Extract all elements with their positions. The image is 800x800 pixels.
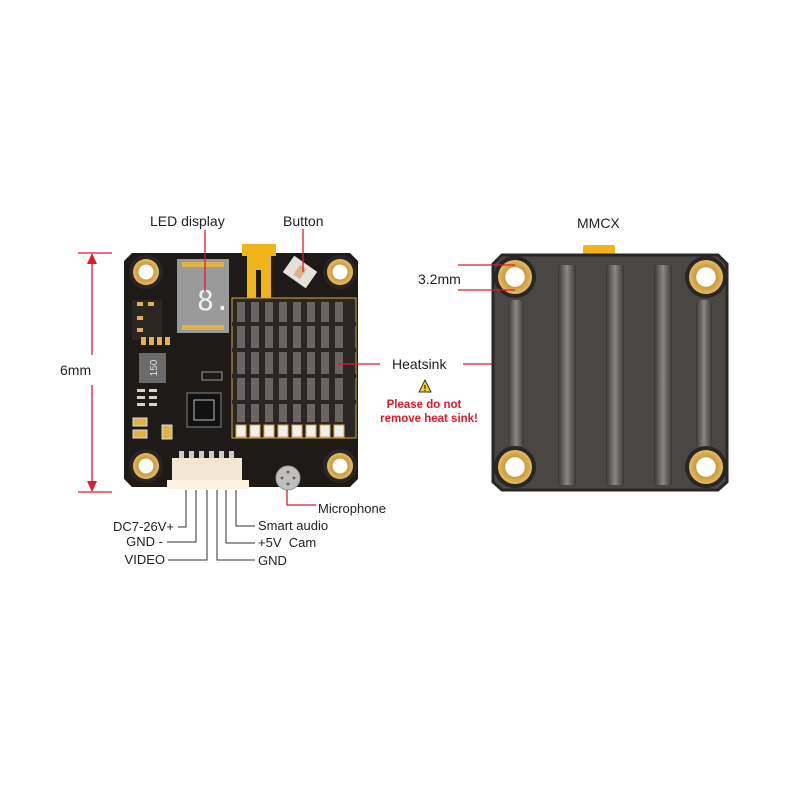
annotation-lines xyxy=(78,229,508,506)
pin-label-smart-audio: Smart audio xyxy=(258,518,328,533)
pin-label-power: DC7-26V+ xyxy=(113,519,174,534)
pin-header xyxy=(167,451,249,489)
led-display: 8. xyxy=(177,259,231,333)
pin-label-gnd-left: GND - xyxy=(126,534,163,549)
dimension-label: 6mm xyxy=(60,362,91,378)
hole-size-label: 3.2mm xyxy=(418,271,461,287)
pin-label-5v-cam: +5V Cam xyxy=(258,535,316,550)
led-display-label: LED display xyxy=(150,213,225,229)
heatsink-label: Heatsink xyxy=(392,356,447,372)
warning-icon: ! xyxy=(418,378,432,393)
svg-text:!: ! xyxy=(424,384,427,393)
pin-lines xyxy=(167,490,255,561)
pin-label-video: VIDEO xyxy=(125,552,165,567)
inductor-marking: 150 xyxy=(149,359,160,376)
hole-dimension-lines xyxy=(458,264,515,291)
microphone-label: Microphone xyxy=(318,501,386,516)
mmcx-connector-front xyxy=(242,244,276,298)
button-label: Button xyxy=(283,213,323,229)
mmcx-label: MMCX xyxy=(577,215,620,231)
warning-text-line2: remove heat sink! xyxy=(380,413,478,425)
pcb-front-view: 8. 150 xyxy=(124,244,358,491)
warning-text-line1: Please do not xyxy=(387,399,462,411)
chip xyxy=(186,392,222,428)
led-digit: 8. xyxy=(197,284,231,317)
pin-label-gnd-right: GND xyxy=(258,553,287,568)
pcb-back-view xyxy=(491,245,729,492)
mounting-holes xyxy=(129,255,357,483)
microphone-component xyxy=(275,465,301,491)
inductor: 150 xyxy=(139,353,166,383)
heatsink-front xyxy=(231,297,357,439)
